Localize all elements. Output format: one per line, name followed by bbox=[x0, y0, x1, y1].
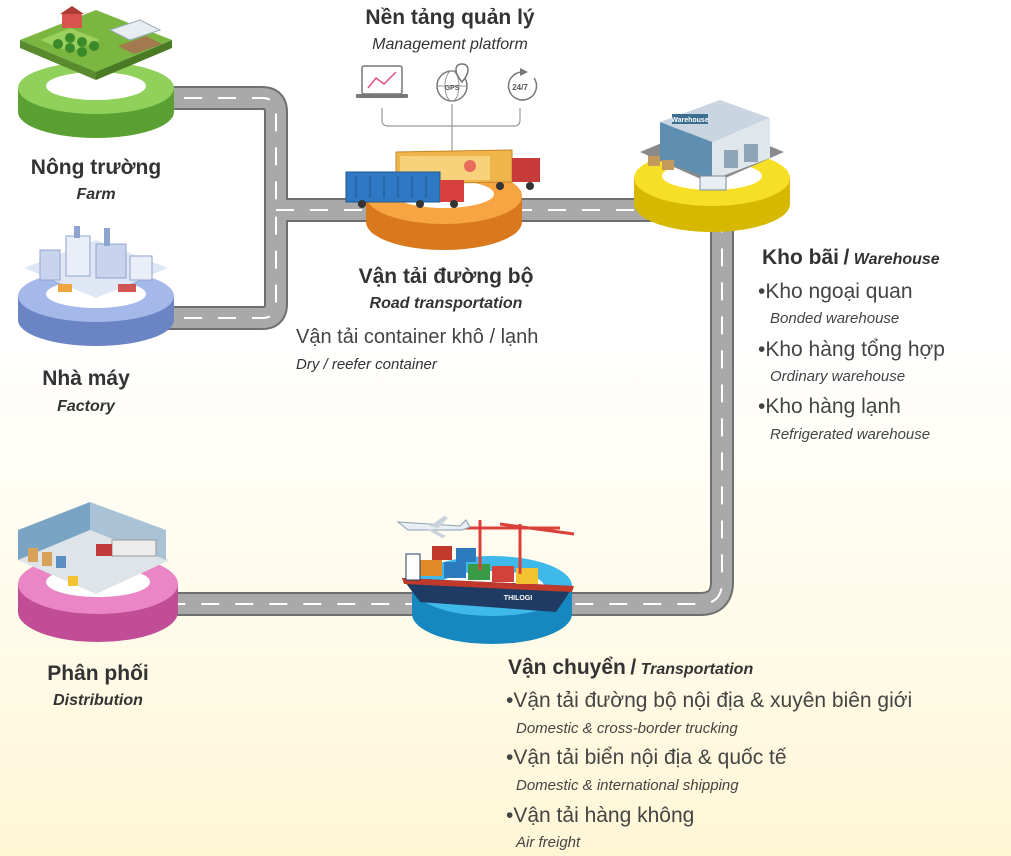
list-item-sub: Bonded warehouse bbox=[770, 310, 900, 327]
list-item-label: Vận tải biển nội địa & quốc tế bbox=[513, 746, 787, 769]
list-item-label: Vận tải hàng không bbox=[513, 804, 695, 827]
list-item-sub: Ordinary warehouse bbox=[770, 368, 906, 385]
platform-title: Nền tảng quản lý bbox=[365, 6, 535, 29]
list-item-sub: Refrigerated warehouse bbox=[770, 426, 931, 443]
list-item: •Vận tải biển nội địa & quốc tế bbox=[506, 746, 787, 770]
factory-node bbox=[18, 226, 174, 346]
bullet: • bbox=[506, 689, 514, 712]
list-item-sub: Air freight bbox=[516, 834, 581, 851]
warehouse-title: Kho bãi bbox=[762, 246, 839, 269]
distribution-node bbox=[18, 502, 178, 642]
list-item-sub: Domestic & international shipping bbox=[516, 777, 739, 794]
gps-label: GPS bbox=[445, 85, 460, 92]
transport-title-en: Transportation bbox=[640, 661, 754, 678]
distribution-title: Phân phối bbox=[47, 662, 149, 685]
distribution-subtitle: Distribution bbox=[53, 692, 143, 709]
list-item-label: Kho ngoại quan bbox=[765, 280, 913, 303]
bullet: • bbox=[758, 280, 766, 303]
road-detail: Vận tải container khô / lạnh bbox=[296, 326, 539, 348]
list-item-label: Kho hàng lạnh bbox=[765, 395, 901, 418]
transport-separator: / bbox=[630, 656, 637, 679]
list-item: •Kho ngoại quan bbox=[758, 280, 913, 304]
list-item: •Vận tải hàng không bbox=[506, 804, 694, 828]
trucks-illustration bbox=[345, 149, 540, 208]
farm-title: Nông trường bbox=[30, 156, 162, 179]
transport-node: THILOGI bbox=[396, 516, 575, 644]
laptop-chart-icon bbox=[356, 65, 408, 98]
clock-24-7-icon: 24/7 bbox=[507, 68, 538, 101]
factory-title: Nhà máy bbox=[42, 367, 130, 390]
ship-name: THILOGI bbox=[504, 595, 532, 602]
list-item: •Kho hàng lạnh bbox=[758, 395, 901, 419]
list-item-label: Vận tải đường bộ nội địa & xuyên biên gi… bbox=[513, 689, 913, 712]
platform-subtitle: Management platform bbox=[372, 36, 528, 53]
warehouse-sign: Warehouse bbox=[671, 117, 709, 124]
factory-illustration bbox=[24, 226, 168, 298]
list-item: •Vận tải đường bộ nội địa & xuyên biên g… bbox=[506, 689, 912, 713]
factory-subtitle: Factory bbox=[57, 398, 115, 415]
clock-label: 24/7 bbox=[512, 83, 528, 92]
transport-heading: Vận chuyển / Transportation bbox=[508, 656, 753, 680]
warehouse-title-en: Warehouse bbox=[853, 251, 940, 268]
airplane-icon bbox=[396, 516, 471, 538]
road-node bbox=[345, 149, 540, 250]
road-subtitle: Road transportation bbox=[369, 295, 523, 312]
road-lane-markings bbox=[140, 97, 723, 605]
gps-globe-icon: GPS bbox=[436, 63, 469, 102]
list-item-label: Kho hàng tổng hợp bbox=[765, 338, 945, 361]
bullet: • bbox=[506, 746, 514, 769]
farm-node bbox=[18, 6, 174, 138]
bullet: • bbox=[506, 804, 514, 827]
list-item-sub: Domestic & cross-border trucking bbox=[516, 720, 738, 737]
platform-icons: GPS 24/7 bbox=[356, 63, 538, 168]
warehouse-heading: Kho bãi / Warehouse bbox=[762, 246, 940, 270]
warehouse-illustration: Warehouse bbox=[640, 100, 784, 191]
road-title: Vận tải đường bộ bbox=[358, 265, 534, 288]
bullet: • bbox=[758, 338, 766, 361]
bullet: • bbox=[758, 395, 766, 418]
farm-subtitle: Farm bbox=[76, 186, 116, 203]
transport-title: Vận chuyển bbox=[508, 656, 626, 679]
list-item: •Kho hàng tổng hợp bbox=[758, 338, 945, 362]
road-detail-sub: Dry / reefer container bbox=[296, 356, 437, 373]
distribution-illustration bbox=[18, 502, 170, 594]
warehouse-node: Warehouse bbox=[634, 100, 790, 232]
farm-illustration bbox=[20, 6, 172, 80]
ship-illustration: THILOGI bbox=[402, 520, 575, 612]
warehouse-separator: / bbox=[843, 246, 850, 269]
